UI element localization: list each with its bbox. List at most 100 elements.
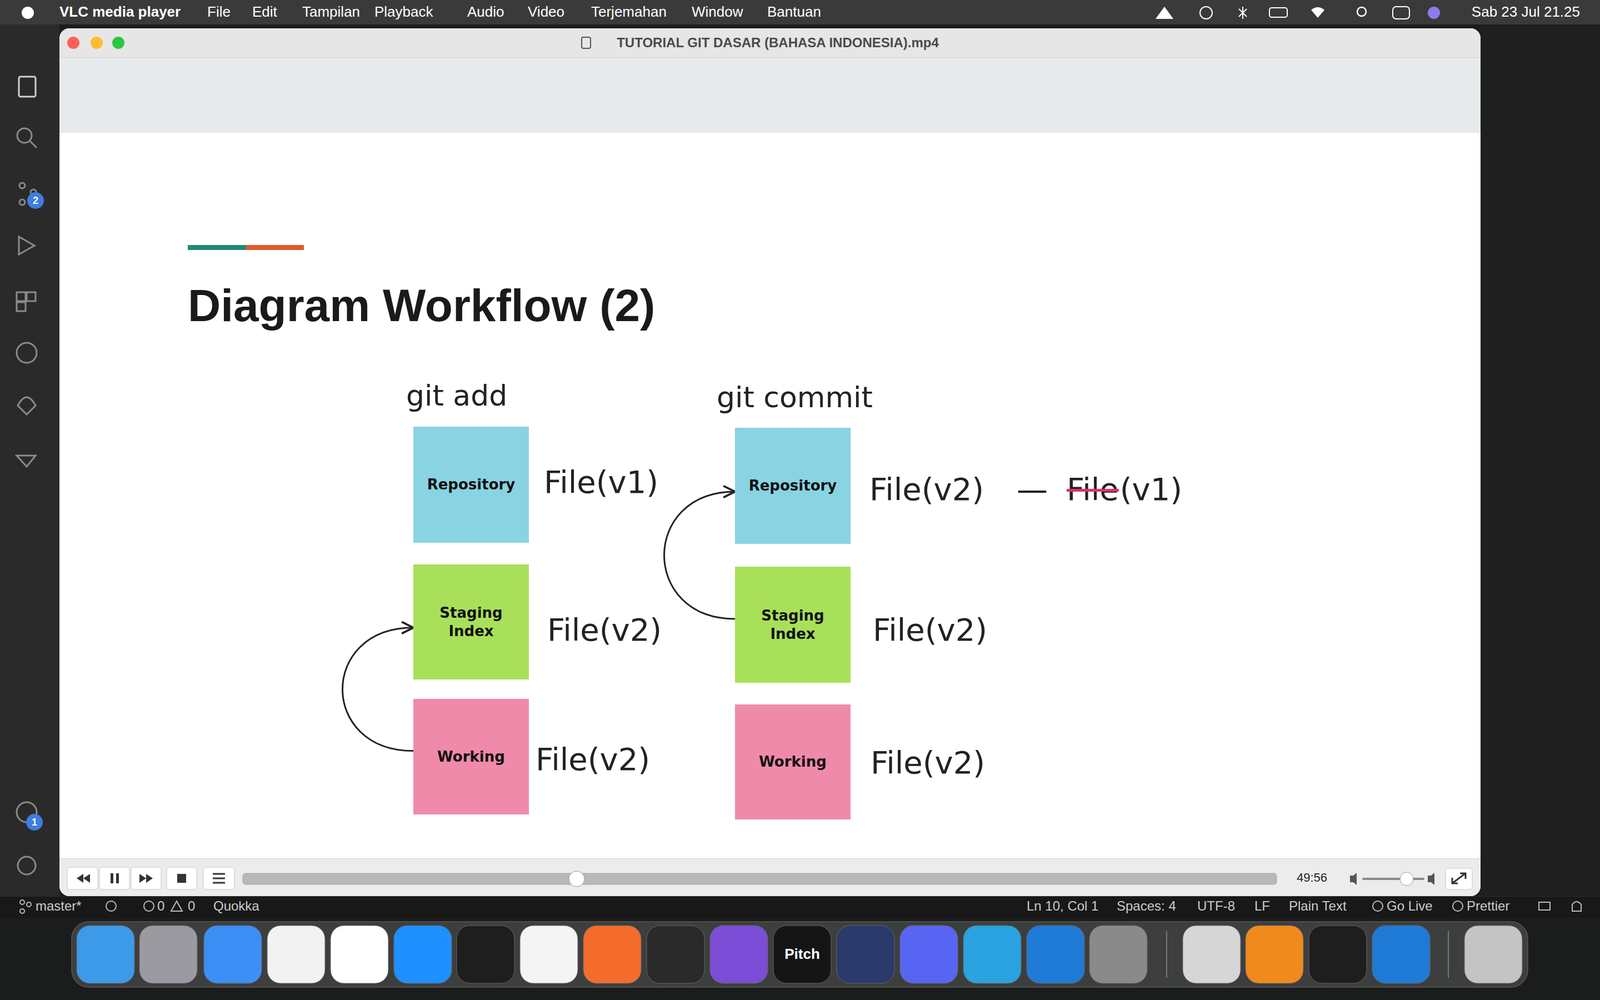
label-text: Prettier — [1466, 898, 1510, 914]
sticky-box: Working — [413, 698, 529, 815]
app-icon — [1182, 925, 1241, 984]
badge — [27, 192, 44, 209]
clock: Sab 23 Jul 21.25 — [1471, 3, 1580, 21]
label-text: Playback — [374, 3, 434, 20]
label-text: (v1) — [1120, 471, 1183, 508]
extension-name: Quokka — [213, 898, 260, 914]
app-icon — [900, 925, 958, 984]
label-text: File — [207, 3, 231, 20]
file-icon — [581, 37, 591, 49]
dash: — — [1016, 471, 1048, 508]
line-ending: LF — [1254, 898, 1270, 914]
menu-item: Video — [527, 3, 565, 21]
label-text: File — [1066, 471, 1119, 508]
command-label: git commit — [716, 381, 873, 415]
label-text: File(v2) — [870, 744, 985, 781]
app-icon — [1245, 925, 1304, 984]
app-icon — [773, 925, 832, 984]
indent-setting: Spaces: 4 — [1116, 898, 1177, 914]
label-text: 49:56 — [1296, 870, 1328, 885]
menu-item: Audio — [467, 3, 505, 21]
label-text: File(v2) — [535, 741, 650, 778]
app-icon-text: Pitch — [784, 946, 820, 963]
app-icon — [456, 925, 515, 984]
box-label: Repository — [427, 475, 516, 494]
menu-item: Window — [691, 3, 743, 21]
sticky-box: Repository — [735, 427, 851, 544]
fullscreen-icon — [1452, 873, 1466, 884]
app-icon — [1372, 925, 1430, 984]
label-text: Bantuan — [767, 3, 822, 20]
badge — [26, 813, 43, 831]
accent-line — [246, 245, 304, 250]
app-icon — [836, 925, 895, 984]
command-label: git add — [406, 379, 508, 413]
label-text: Go Live — [1386, 898, 1433, 914]
label-text: Sab 23 Jul 21.25 — [1471, 3, 1580, 20]
progress-bar — [242, 873, 1277, 885]
warning-count: 0 — [187, 898, 195, 914]
file-version: File(v2) — [547, 612, 662, 648]
cursor-position: Ln 10, Col 1 — [1026, 898, 1099, 914]
status-item: Go Live — [1386, 898, 1433, 914]
branch-name: master* — [35, 898, 82, 914]
label-text: 0 — [157, 898, 165, 914]
struck-file: File — [1066, 471, 1119, 508]
label-text: Quokka — [213, 898, 260, 914]
box-label: Staging Index — [424, 603, 518, 640]
file-version: (v1) — [1120, 471, 1183, 508]
menu-item: Terjemahan — [591, 3, 667, 21]
label-text: Video — [527, 3, 565, 20]
file-version: File(v1) — [543, 464, 659, 500]
label-text: Ln 10, Col 1 — [1026, 898, 1099, 914]
menu-item: Bantuan — [767, 3, 822, 21]
dock-icons — [76, 925, 1523, 984]
app-icon — [520, 925, 578, 984]
error-count: 0 — [157, 898, 165, 914]
label-text: File(v2) — [869, 471, 984, 508]
label-text: VLC media player — [59, 3, 181, 20]
app-icon — [393, 925, 452, 984]
menu-item: Edit — [252, 3, 278, 21]
apple-logo — [21, 6, 34, 19]
label-text: 2 — [32, 195, 39, 207]
volume-slider — [1362, 877, 1425, 880]
label-text: File(v1) — [543, 463, 659, 500]
file-version: File(v2) — [535, 741, 650, 778]
app-icon — [963, 925, 1022, 984]
sticky-box: Staging Index — [735, 566, 851, 683]
sticky-box: Staging Index — [413, 564, 529, 680]
app-icon — [583, 925, 642, 984]
sticky-box: Repository — [413, 426, 529, 543]
label-text: Edit — [252, 3, 278, 20]
label-text: — — [1016, 471, 1048, 508]
player-buttons — [67, 867, 235, 890]
label-text: Audio — [467, 3, 505, 20]
app-icon — [646, 925, 705, 984]
box-label: Working — [758, 752, 827, 772]
label-text: 1 — [31, 816, 38, 828]
label-text: TUTORIAL GIT DASAR (BAHASA INDONESIA).mp… — [616, 35, 939, 50]
label-text: Terjemahan — [591, 3, 667, 20]
label-text: 0 — [187, 898, 195, 914]
app-icon — [1026, 925, 1085, 984]
app-icon — [1089, 925, 1148, 984]
label-text: Spaces: 4 — [1116, 898, 1177, 914]
progress-knob — [568, 871, 585, 887]
label-text: Plain Text — [1288, 898, 1347, 914]
menu-item: Playback — [374, 3, 434, 21]
app-icon — [267, 925, 325, 984]
sticky-box: Working — [735, 704, 851, 820]
app-icon — [710, 925, 768, 984]
badge-count: 2 — [32, 195, 39, 207]
label-text: Window — [691, 3, 743, 20]
app-name: VLC media player — [59, 3, 181, 21]
fullscreen-button — [1445, 868, 1473, 890]
close-button — [67, 36, 80, 49]
status-icons — [1155, 6, 1440, 19]
app-icon — [1464, 925, 1523, 984]
curved-arrow — [664, 491, 736, 619]
badge-count: 1 — [31, 816, 38, 829]
encoding: UTF-8 — [1197, 898, 1235, 914]
accent-line — [187, 245, 247, 250]
